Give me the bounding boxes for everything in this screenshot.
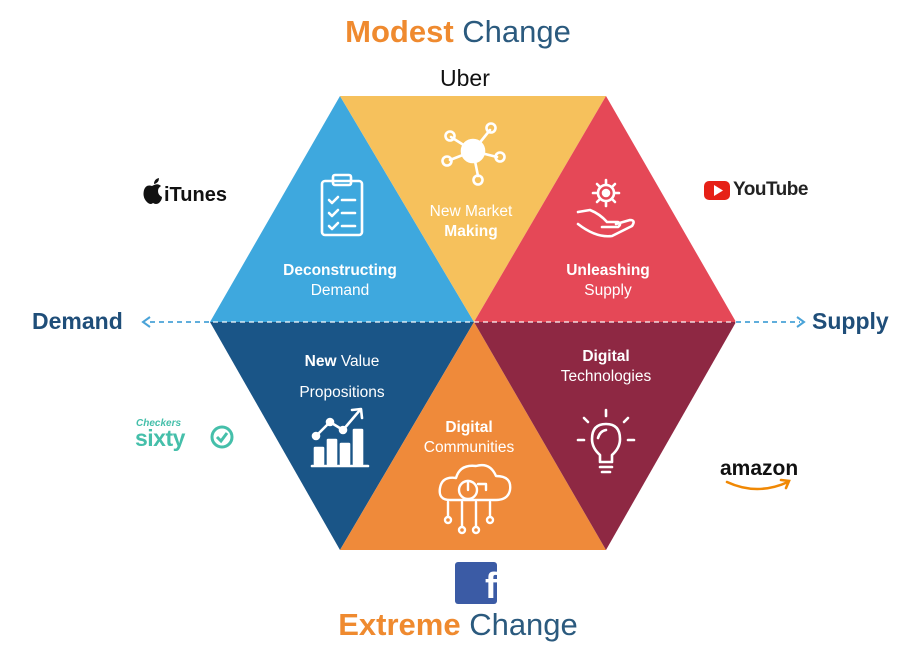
segment-unleashing-bold: Unleashing [566,262,650,279]
segment-new-market-shape [340,96,606,322]
brand-itunes: iTunes [164,184,227,206]
apple-icon [143,178,162,204]
segment-digital-communities-shape [340,322,606,550]
hand-gear-icon [576,178,635,238]
brand-youtube: YouTube [733,179,808,200]
bottom-title-rest: Change [469,607,578,642]
right-arrowhead-icon [796,316,806,328]
segment-digital-tech-label: Digital Technologies [516,347,696,387]
segment-new-market-line1: New Market [429,203,513,220]
segment-new-market-label: New Market Making [381,202,561,242]
segment-digital-communities-bold: Digital [445,419,493,436]
growth-chart-icon [310,407,370,468]
cloud-chart-icon [438,463,512,535]
amazon-smile-icon [725,478,791,491]
brand-amazon: amazon [720,457,799,480]
brand-checkers-small: Checkers [136,418,182,429]
segment-new-value-shape [210,322,474,550]
segment-new-value-label: New Value Propositions [252,346,432,408]
top-title: Modest Change [0,14,916,50]
segment-digital-communities-normal: Communities [423,439,515,456]
top-title-rest: Change [462,14,571,49]
youtube-play-icon [704,181,730,200]
segment-new-market-bold: Making [444,223,498,240]
segment-unleashing-shape [474,96,736,322]
top-title-accent: Modest [345,14,454,49]
clipboard-check-icon [320,173,364,237]
segment-deconstructing-label: Deconstructing Demand [250,261,430,301]
brand-facebook-f: f [485,565,497,606]
segment-unleashing-normal: Supply [584,282,632,299]
left-arrowhead-icon [141,316,151,328]
segment-deconstructing-normal: Demand [310,282,370,299]
axis-label-demand: Demand [32,308,123,334]
brand-checkers-sixty: sixty [135,425,185,451]
axis-label-supply: Supply [812,308,889,334]
network-nodes-icon [441,122,506,186]
segment-digital-tech-shape [474,322,736,550]
lightbulb-icon [576,408,636,474]
segment-deconstructing-shape [210,96,474,322]
brand-uber: Uber [440,65,490,91]
checkers-clock-icon [210,425,234,449]
segment-digital-tech-normal: Technologies [560,368,652,385]
segment-digital-communities-label: Digital Communities [379,418,559,458]
bottom-title: Extreme Change [0,607,916,643]
segment-unleashing-label: Unleashing Supply [518,261,698,301]
bottom-title-accent: Extreme [338,607,461,642]
segment-deconstructing-bold: Deconstructing [283,262,397,279]
segment-new-value-line2: Propositions [299,384,385,401]
segment-new-value-bold: New [304,353,337,370]
facebook-logo [455,562,497,604]
segment-digital-tech-bold: Digital [582,348,630,365]
segment-new-value-normal: Value [340,353,380,370]
